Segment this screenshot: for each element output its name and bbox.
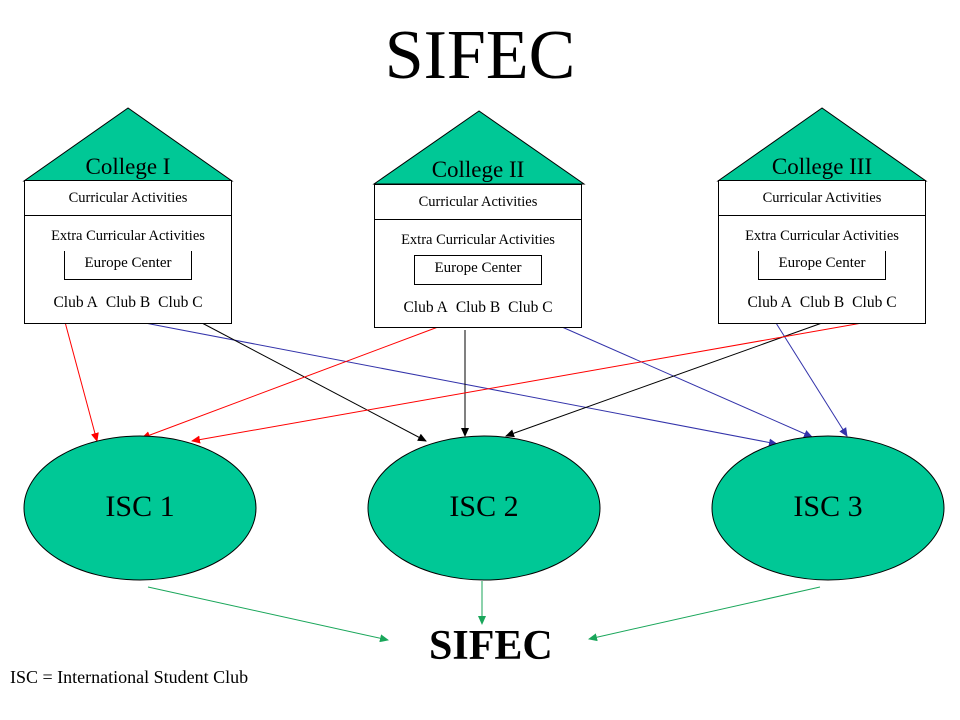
club-b: Club B <box>105 294 151 311</box>
college-body: Curricular Activities Extra Curricular A… <box>718 180 926 324</box>
college-name: College II <box>431 157 525 182</box>
isc-1-label: ISC 1 <box>105 490 175 523</box>
legend-note: ISC = International Student Club <box>10 667 249 687</box>
sifec-target: SIFEC <box>429 623 553 669</box>
link-c3-clubA-isc3 <box>775 322 848 437</box>
link-c1-clubB-isc3 <box>144 322 778 447</box>
link-c1-clubA-isc1 <box>64 321 99 442</box>
club-a: Club A <box>53 294 98 311</box>
europe-center: Europe Center <box>758 251 886 280</box>
club-list: Club A Club B Club C <box>25 294 231 312</box>
isc-3-label: ISC 3 <box>793 490 863 523</box>
europe-center: Europe Center <box>414 255 542 285</box>
europe-center: Europe Center <box>64 251 192 280</box>
link-c2-clubC-isc3 <box>561 326 813 438</box>
link-c3-clubB-isc2 <box>505 322 823 438</box>
link-isc1-sifec <box>147 586 389 643</box>
isc-1-ellipse <box>23 435 257 581</box>
curricular-activities: Curricular Activities <box>375 185 581 220</box>
extra-curricular-activities: Extra Curricular Activities <box>401 232 555 248</box>
college-body: Curricular Activities Extra Curricular A… <box>374 184 582 328</box>
link-c2-clubA-isc1 <box>141 326 439 439</box>
club-list: Club A Club B Club C <box>719 294 925 312</box>
club-b: Club B <box>799 294 845 311</box>
link-isc3-sifec <box>588 586 821 642</box>
isc-2-ellipse <box>367 435 601 581</box>
isc-2-label: ISC 2 <box>449 490 519 523</box>
club-list: Club A Club B Club C <box>375 299 581 317</box>
club-a: Club A <box>747 294 792 311</box>
college-body: Curricular Activities Extra Curricular A… <box>24 180 232 324</box>
club-c: Club C <box>158 294 203 311</box>
college-name: College I <box>85 154 171 179</box>
club-a: Club A <box>403 299 448 316</box>
isc-3-ellipse <box>711 435 945 581</box>
club-c: Club C <box>852 294 897 311</box>
club-b: Club B <box>455 299 501 316</box>
link-c1-clubC-isc2 <box>201 322 427 442</box>
extra-curricular-activities: Extra Curricular Activities <box>745 228 899 244</box>
curricular-activities: Curricular Activities <box>719 181 925 216</box>
link-c3-clubC-isc1 <box>191 322 863 444</box>
curricular-activities: Curricular Activities <box>25 181 231 216</box>
page-title: SIFEC <box>384 17 576 94</box>
extra-curricular-activities: Extra Curricular Activities <box>51 228 205 244</box>
college-name: College III <box>771 154 873 179</box>
club-c: Club C <box>508 299 553 316</box>
